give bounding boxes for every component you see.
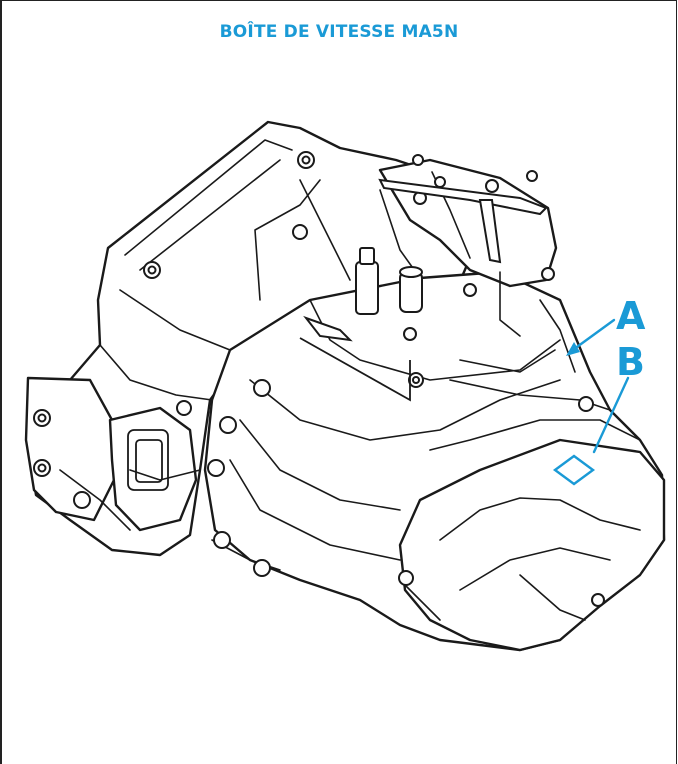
- bolt: [591, 593, 605, 607]
- mount-pad: [108, 406, 198, 532]
- bolt: [578, 396, 594, 412]
- callout-b-leader: [592, 376, 630, 454]
- bolt: [398, 570, 414, 586]
- callout-label-b: B: [616, 340, 645, 384]
- callout-label-a: A: [616, 294, 646, 338]
- bolt: [253, 559, 271, 577]
- bolt: [213, 531, 231, 549]
- callout-b-marker: [552, 454, 596, 486]
- bolt: [463, 283, 477, 297]
- selector-arm: [378, 178, 548, 216]
- bolt: [253, 379, 271, 397]
- bolt: [73, 491, 91, 509]
- bolt: [292, 224, 308, 240]
- sensor: [355, 261, 379, 315]
- bolt: [176, 400, 192, 416]
- callout-a-leader: [568, 318, 616, 354]
- bolt: [207, 459, 225, 477]
- callout-a-arrowhead: [566, 342, 580, 356]
- bolt: [403, 327, 417, 341]
- bolt: [541, 267, 555, 281]
- bolt: [219, 416, 237, 434]
- page-title: BOÎTE DE VITESSE MA5N: [219, 22, 459, 42]
